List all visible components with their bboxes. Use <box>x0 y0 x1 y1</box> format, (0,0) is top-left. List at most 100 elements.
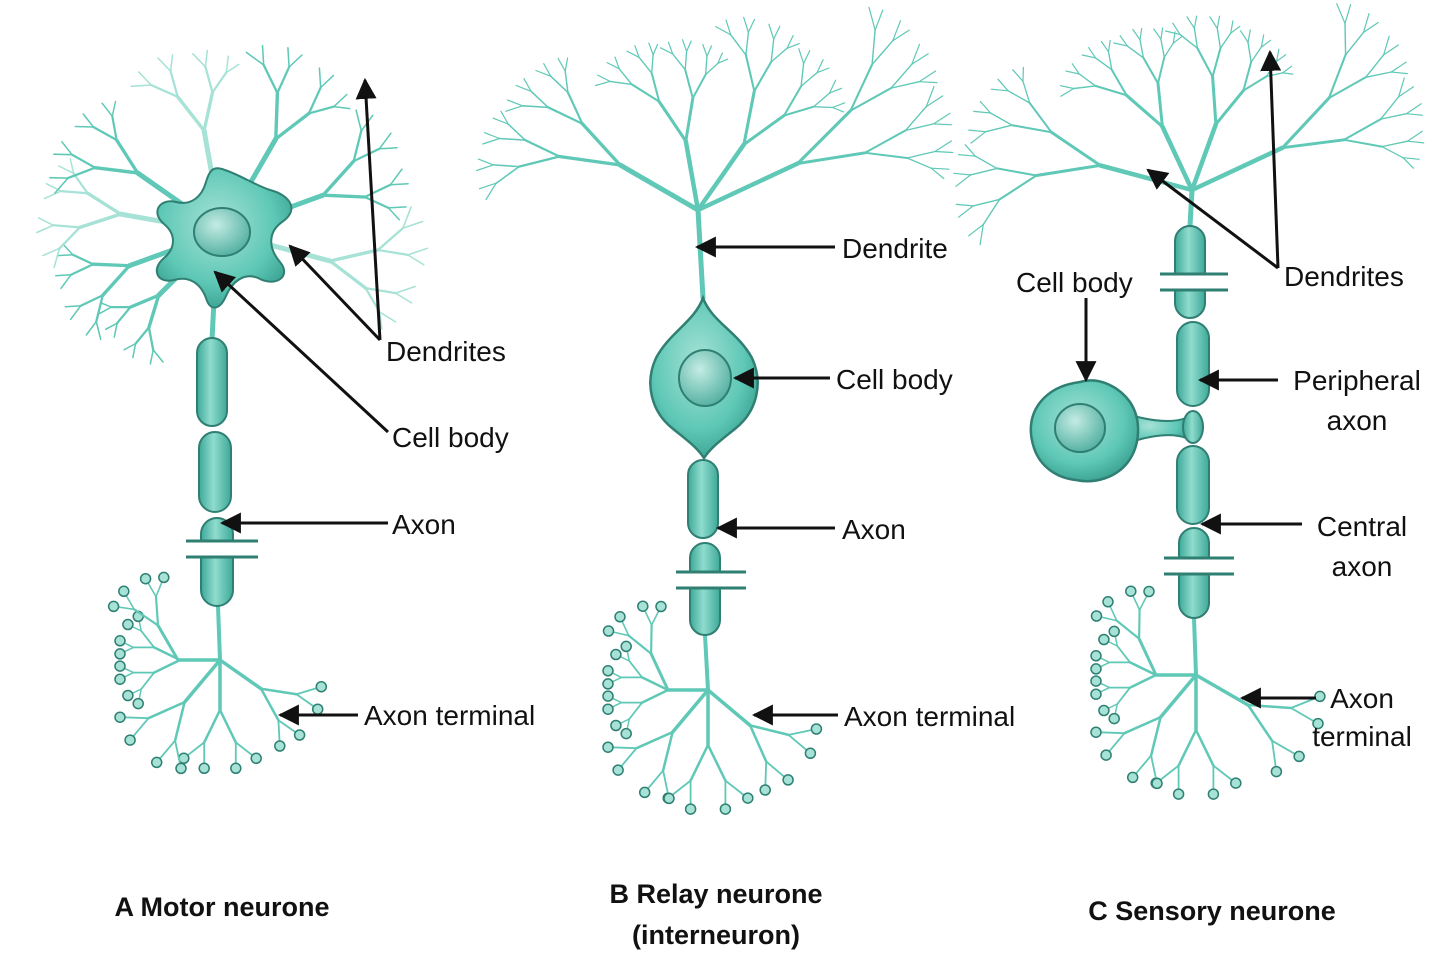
relay-dendrite <box>865 153 907 158</box>
sensory-dendrite <box>971 168 997 175</box>
relay-axon-terminal-bouton <box>615 612 625 622</box>
relay-dendrite <box>531 91 548 107</box>
relay-axon-terminal-bouton <box>638 601 648 611</box>
motor-axon-terminal <box>204 710 220 742</box>
motor-neurone: Dendrites Cell body Axon Axon terminal A… <box>115 80 536 922</box>
sensory-dendrite <box>1346 32 1364 54</box>
motor-axon-terminal <box>261 689 278 721</box>
motor-caption: A Motor neurone <box>115 892 330 922</box>
sensory-dendrite <box>965 145 975 157</box>
sensory-dendrites-arrow <box>1270 52 1278 268</box>
motor-dendrite <box>378 228 403 250</box>
sensory-axon-segment <box>1177 322 1209 406</box>
relay-dendrite <box>799 49 804 64</box>
sensory-dendrite <box>1251 47 1261 62</box>
relay-dendrite <box>748 19 754 32</box>
sensory-caption: C Sensory neurone <box>1088 896 1336 926</box>
sensory-dendrite <box>1101 42 1108 52</box>
motor-dendrite <box>54 154 72 155</box>
sensory-dendrite <box>969 225 984 236</box>
motor-dendrite <box>354 149 380 161</box>
sensory-dendrite <box>1187 17 1194 28</box>
motor-axon-terminal-bouton <box>115 674 125 684</box>
motor-dendrite <box>59 166 74 173</box>
sensory-axon-terminal-bouton <box>1174 789 1184 799</box>
motor-dendrite <box>263 46 264 65</box>
sensory-axon <box>1194 618 1196 675</box>
motor-nucleus <box>194 208 250 256</box>
motor-dendrite <box>388 207 406 208</box>
motor-dendrite <box>102 103 112 116</box>
sensory-dendrite <box>1052 132 1101 165</box>
sensory-dendrite <box>1345 5 1351 24</box>
motor-dendrite <box>151 85 178 97</box>
relay-axon-terminal-bouton <box>811 724 821 734</box>
motor-axon-terminal <box>261 689 297 695</box>
relay-axon-terminal-bouton <box>611 650 621 660</box>
motor-axon-terminal-bouton <box>123 691 133 701</box>
sensory-axon-terminal-bouton <box>1099 635 1109 645</box>
sensory-dendrite <box>1283 73 1293 74</box>
sensory-dendrite <box>1194 28 1197 48</box>
relay-dendrite <box>774 26 780 39</box>
relay-axon-terminal-bouton <box>603 742 613 752</box>
relay-axon-terminal <box>642 690 668 703</box>
relay-dendrite <box>706 63 718 74</box>
sensory-dendrite <box>1329 55 1346 98</box>
motor-dendrite <box>365 185 391 197</box>
sensory-dendrite <box>1213 77 1216 125</box>
sensory-axon-terminal-bouton <box>1109 714 1119 724</box>
sensory-axon-node <box>1183 411 1203 443</box>
relay-dendrite <box>931 168 949 169</box>
motor-dendrite <box>391 169 403 185</box>
motor-dendrite <box>264 65 278 93</box>
motor-dendrite <box>131 85 151 86</box>
motor-dendrite <box>330 261 365 288</box>
relay-axon <box>705 635 708 690</box>
sensory-axon-terminal <box>1117 646 1130 662</box>
relay-dendrite <box>703 45 707 57</box>
relay-cell-body-label: Cell body <box>836 364 953 395</box>
motor-cell-body-arrow <box>215 272 388 432</box>
sensory-dendrite <box>1197 48 1212 76</box>
motor-dendrite <box>61 191 88 193</box>
sensory-axon-terminal-bouton <box>1231 778 1241 788</box>
sensory-dendrite <box>1143 58 1158 84</box>
motor-dendrite <box>88 193 121 214</box>
motor-axon-terminal-bouton <box>123 620 133 630</box>
motor-dendrite <box>354 131 362 161</box>
motor-dendrite <box>100 307 112 313</box>
motor-dendrite <box>365 197 389 208</box>
sensory-axon-terminal-bouton <box>1091 689 1101 699</box>
sensory-dendrite <box>1406 114 1422 116</box>
relay-dendrite <box>683 40 687 52</box>
motor-dendrite <box>37 225 54 232</box>
motor-dendrite <box>45 191 62 198</box>
relay-dendrite <box>833 108 844 112</box>
motor-dendrites-label: Dendrites <box>386 336 506 367</box>
sensory-axon-terminal-bouton <box>1091 727 1101 737</box>
motor-axon-terminal-bouton <box>115 636 125 646</box>
sensory-dendrite <box>980 102 990 114</box>
relay-dendrite <box>477 165 494 171</box>
motor-axon-terminal-bouton <box>199 763 209 773</box>
sensory-dendrite <box>1100 165 1192 190</box>
motor-dendrite <box>72 155 95 168</box>
sensory-axon-terminal <box>1161 675 1196 717</box>
relay-dendrite <box>746 32 749 55</box>
motor-dendrite <box>396 293 412 303</box>
motor-dendrite <box>379 148 397 149</box>
sensory-dendrite <box>959 155 976 157</box>
relay-axon-terminal-bouton <box>603 691 613 701</box>
motor-axon-terminal-bouton <box>119 586 129 596</box>
motor-axon-terminal <box>141 631 154 647</box>
motor-dendrite <box>100 303 111 307</box>
sensory-axon-terminal <box>1130 675 1156 688</box>
sensory-dendrite <box>1140 29 1142 40</box>
relay-axon-terminal-bouton <box>805 748 815 758</box>
motor-dendrite <box>93 264 129 266</box>
relay-axon-terminal-bouton <box>621 641 631 651</box>
relay-dendrite <box>934 124 952 125</box>
relay-axon-terminal <box>629 661 642 677</box>
motor-dendrite <box>288 48 289 67</box>
